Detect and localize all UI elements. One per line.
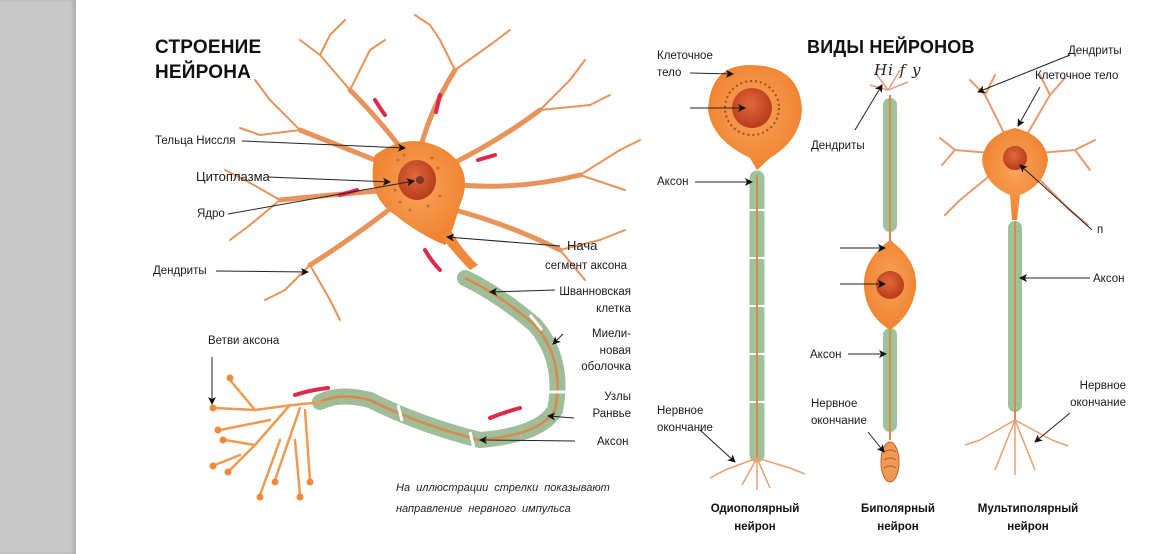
left-title: СТРОЕНИЕ НЕЙРОНА (155, 36, 261, 85)
multipolar-label-cell-body: Клеточное тело (1035, 70, 1119, 82)
multipolar-label-dendrites: Дендриты (1068, 45, 1122, 57)
label-nucleus: Ядро (197, 208, 225, 220)
axon-terminal-boutons (209, 374, 314, 501)
unipolar-neuron (708, 65, 806, 490)
bipolar-neuron (863, 69, 917, 483)
label-axon: Аксон (597, 436, 629, 448)
left-title-line2: НЕЙРОНА (155, 61, 252, 83)
label-schwann-cell: Шванновская клетка (559, 286, 631, 315)
multipolar-label-nerve-ending: Нервное окончание (1070, 380, 1126, 409)
left-title-line1: СТРОЕНИЕ (155, 37, 262, 58)
bipolar-label-dendrites: Дендриты (811, 140, 865, 152)
impulse-arrows (293, 93, 522, 420)
label-nodes-of-ranvier: Узлы Ранвье (592, 391, 631, 420)
axon-terminals (213, 378, 324, 497)
label-nissl-bodies: Тельца Ниссля (155, 135, 236, 147)
bipolar-label-axon: Аксон (810, 349, 842, 361)
label-dendrites: Дендриты (153, 265, 207, 277)
label-initial-segment-2: сегмент аксона (545, 260, 628, 272)
multipolar-neuron (939, 74, 1096, 475)
label-myelin-sheath: Миели- новая оболочка (581, 328, 631, 374)
right-title: ВИДЫ НЕЙРОНОВ (807, 37, 975, 57)
right-leader-lines (689, 54, 1093, 463)
caption-unipolar: Одиополярный нейрон (710, 503, 800, 534)
caption-bipolar: Биполярный нейрон (861, 503, 935, 534)
multipolar-label-axon: Аксон (1093, 273, 1125, 285)
unipolar-label-nerve-ending: Нервное окончание (657, 405, 713, 434)
left-leader-lines (208, 140, 576, 445)
stray-text: Hi f y (874, 61, 922, 79)
label-axon-branches: Ветви аксона (208, 335, 280, 347)
impulse-direction-note: На иллюстрации стрелки показывают направ… (396, 482, 610, 515)
unipolar-label-axon: Аксон (657, 176, 689, 188)
unipolar-label-cell-body: Клеточное тело (657, 50, 713, 79)
myelinated-axon (312, 270, 566, 449)
bipolar-label-nerve-ending: Нервное окончание (811, 398, 867, 427)
label-cytoplasm: Цитоплазма (196, 169, 270, 184)
document-page (77, 0, 1154, 554)
page-gutter (0, 0, 76, 554)
multipolar-label-cut: п (1097, 224, 1104, 236)
caption-multipolar: Мультиполярный нейрон (977, 503, 1079, 534)
label-initial-segment-1: Нача (567, 238, 598, 253)
